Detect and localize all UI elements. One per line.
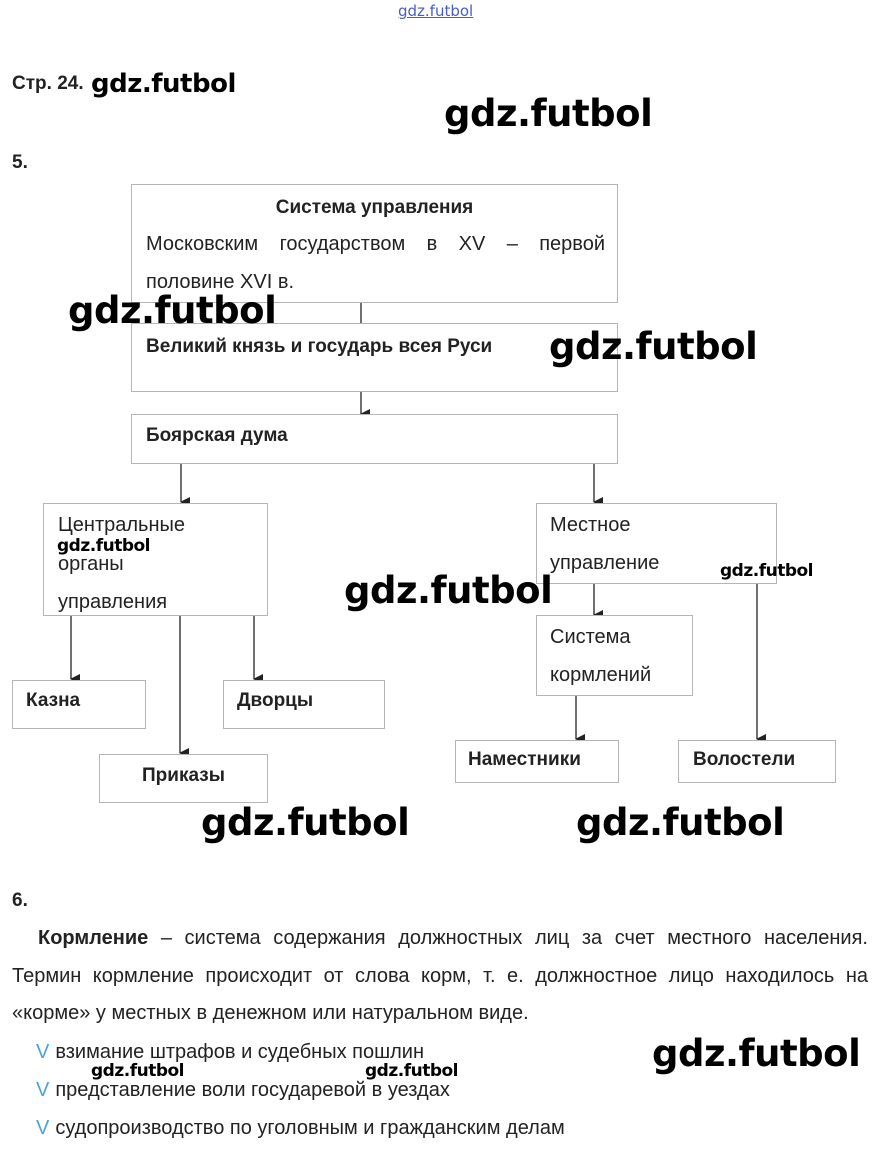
checkmark-icon: V — [36, 1041, 50, 1063]
watermark: gdz.futbol — [344, 569, 553, 612]
namestniki-box: Наместники — [455, 740, 619, 783]
central-organs-line2: органы — [58, 553, 124, 575]
task6-term: Кормление — [38, 927, 149, 949]
local-admin-box: Местное управление — [536, 503, 777, 584]
dvortsy-label: Дворцы — [237, 690, 314, 711]
checkmark-icon: V — [36, 1117, 50, 1139]
task6-item-text-3: судопроизводство по уголовным и гражданс… — [55, 1117, 565, 1139]
volosteli-label: Волостели — [693, 749, 796, 770]
local-admin-line2: управление — [550, 552, 660, 574]
central-organs-line3: управления — [58, 591, 168, 613]
prince-box: Великий князь и государь всея Руси — [131, 323, 618, 392]
feeding-system-box: Система кормлений — [536, 615, 693, 696]
watermark: gdz.futbol — [365, 1061, 459, 1081]
diagram-subtitle-line2: половине XVI в. — [146, 271, 295, 293]
task6-item-text-2: представление воли государевой в уездах — [55, 1079, 450, 1101]
watermark: gdz.futbol — [576, 801, 785, 844]
checkmark-icon: V — [36, 1079, 50, 1101]
task6-definition: Кормление – система содержания должностн… — [12, 920, 868, 1033]
prince-label: Великий князь и государь всея Руси — [146, 336, 493, 357]
local-admin-line1: Местное — [550, 514, 631, 536]
kazna-box: Казна — [12, 680, 146, 729]
task6-definition-text: – система содержания должностных лиц за … — [12, 927, 868, 1024]
header-site-link[interactable]: gdz.futbol — [398, 2, 473, 20]
watermark: gdz.futbol — [91, 1061, 185, 1081]
prikazy-label: Приказы — [142, 765, 225, 786]
watermark: gdz.futbol — [91, 69, 236, 99]
watermark: gdz.futbol — [549, 325, 758, 368]
prikazy-box: Приказы — [99, 754, 268, 803]
feeding-system-line1: Система — [550, 626, 631, 648]
watermark: gdz.futbol — [57, 536, 151, 556]
duma-box: Боярская дума — [131, 414, 618, 464]
watermark: gdz.futbol — [444, 92, 653, 135]
volosteli-box: Волостели — [678, 740, 836, 783]
diagram-title-box: Система управления Московским государств… — [131, 184, 618, 303]
page-label: Стр. 24. — [12, 73, 84, 94]
kazna-label: Казна — [26, 690, 81, 711]
watermark: gdz.futbol — [652, 1032, 861, 1075]
task5-number: 5. — [12, 152, 28, 173]
feeding-system-line2: кормлений — [550, 664, 652, 686]
task6-item-text-1: взимание штрафов и судебных пошлин — [55, 1041, 425, 1063]
diagram-subtitle-line1: Московским государством в XV – первой — [146, 233, 605, 255]
watermark: gdz.futbol — [720, 561, 814, 581]
duma-label: Боярская дума — [146, 425, 288, 446]
namestniki-label: Наместники — [468, 749, 581, 770]
central-organs-box: Центральные органы управления — [43, 503, 268, 616]
watermark: gdz.futbol — [201, 801, 410, 844]
header-site-text: gdz.futbol — [398, 2, 474, 20]
diagram-title: Система управления — [275, 197, 474, 218]
central-organs-line1: Центральные — [58, 514, 186, 536]
dvortsy-box: Дворцы — [223, 680, 385, 729]
watermark: gdz.futbol — [68, 289, 277, 332]
task6-number: 6. — [12, 890, 28, 911]
